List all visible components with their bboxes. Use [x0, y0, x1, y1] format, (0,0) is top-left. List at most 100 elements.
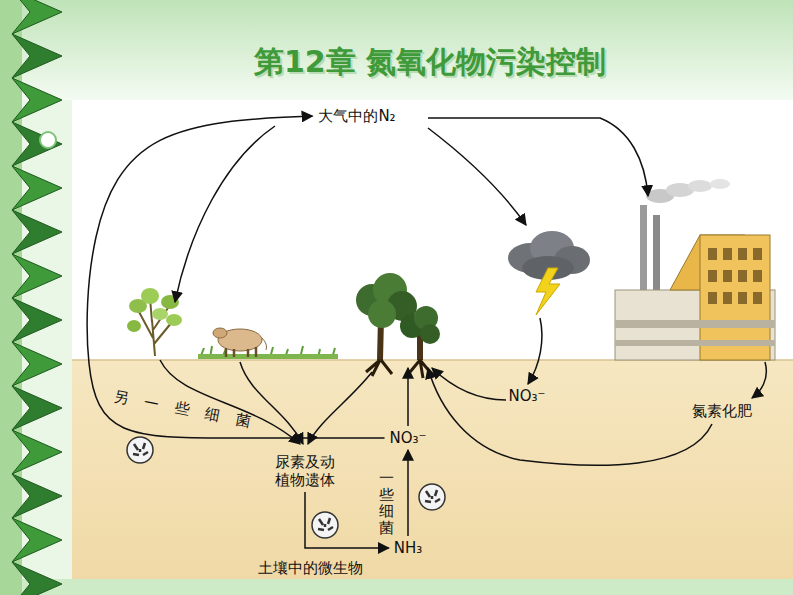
factory-part-part [708, 292, 717, 304]
factory-part-part [738, 270, 747, 282]
bacteria-part-part [127, 437, 153, 463]
flow-arrows-part [528, 318, 542, 384]
term-text: 氮素化肥 [692, 402, 752, 420]
grass-part [198, 354, 338, 359]
cycle-term: NH₃ [391, 538, 426, 558]
left-border-part-part [12, 298, 62, 342]
thunder-cloud-part [536, 268, 560, 315]
factory-part-part [753, 248, 762, 260]
factory-part-part [753, 292, 762, 304]
trees-part [420, 324, 440, 344]
bacteria-part [127, 437, 153, 463]
left-border-part [12, 0, 62, 595]
cycle-term: 大气中的N₂ [315, 106, 398, 126]
cycle-arrow [407, 450, 409, 536]
cycle-term: NO₃⁻ [387, 428, 430, 448]
flow-arrows-part [432, 368, 506, 400]
sky-part [72, 100, 793, 362]
factory [615, 179, 775, 360]
term-text: NH₃ [394, 539, 423, 557]
term-text: 尿素及动植物遗体 [268, 453, 342, 489]
factory-part-part [708, 248, 717, 260]
thunder-cloud [508, 231, 590, 315]
left-border-part-part [12, 386, 62, 430]
factory-part [688, 180, 712, 192]
cycle-term: 氮素化肥 [689, 401, 755, 421]
flow-arrows-part [428, 368, 712, 465]
factory-part-part [723, 248, 732, 260]
left-border-part [0, 0, 22, 595]
sky [72, 100, 793, 362]
shrub-part [152, 308, 168, 320]
trees [356, 273, 440, 378]
cow-part [213, 328, 227, 338]
left-border-part-part [12, 518, 62, 562]
flow-arrows-part [752, 362, 766, 398]
ground-part [72, 360, 793, 579]
process-label: 土壤中的微生物 [258, 559, 363, 578]
bacteria-part-part [425, 490, 440, 502]
flow-arrows-part [428, 128, 526, 225]
factory-part-part [723, 270, 732, 282]
cycle-term: 尿素及动植物遗体 [265, 452, 345, 490]
shrub-part [166, 314, 182, 326]
slide-title: 第12章 氮氧化物污染控制 [254, 42, 606, 83]
cow-part [262, 338, 267, 350]
flow-arrows-part [308, 372, 372, 444]
factory-part-part [738, 248, 747, 260]
cycle-term: NO₃⁻ [506, 386, 549, 406]
left-border-part-part [12, 166, 62, 210]
bacteria-part-part [133, 443, 148, 455]
trees-part [366, 360, 430, 378]
bacteria [127, 437, 445, 538]
cycle-arrow [87, 116, 384, 438]
factory-part [615, 340, 775, 346]
flow-arrows-part [428, 118, 648, 196]
bacteria-part [419, 484, 445, 510]
slide-background-part [0, 100, 793, 595]
left-border-part-part [12, 342, 62, 386]
term-text: 大气中的N₂ [318, 107, 395, 125]
slide-background-part [0, 579, 793, 595]
left-border-part-part [12, 34, 62, 78]
factory-part-part [723, 292, 732, 304]
bacteria-part-part [318, 518, 333, 530]
left-border-part-part [12, 254, 62, 298]
bacteria-part [312, 512, 338, 538]
bacteria-part-part [419, 484, 445, 510]
factory-part [708, 248, 762, 304]
factory-part [640, 205, 647, 295]
flow-arrows-part [407, 368, 409, 426]
left-border-part-part [12, 122, 62, 166]
left-border-part [40, 132, 56, 148]
factory-part-part [708, 270, 717, 282]
slide-background-part [0, 0, 793, 100]
shrub-part [141, 288, 159, 304]
cow-part [226, 347, 256, 357]
shrub [127, 288, 182, 356]
factory-part [615, 320, 775, 328]
factory-part-part [753, 270, 762, 282]
left-border-part-part [12, 430, 62, 474]
flow-arrows-part [175, 126, 275, 302]
term-text: NO₃⁻ [509, 387, 546, 405]
left-border [0, 0, 62, 595]
term-text: NO₃⁻ [390, 429, 427, 447]
shrub-part [127, 320, 141, 332]
left-border-part-part [12, 562, 62, 595]
trees-part [368, 300, 396, 328]
left-border-part-part [12, 0, 62, 34]
factory-part [653, 215, 660, 295]
factory-part [710, 179, 730, 189]
process-label: 一些细菌 [379, 470, 394, 536]
factory-part-part [738, 292, 747, 304]
left-border-part-part [12, 78, 62, 122]
left-border-part-part [12, 474, 62, 518]
left-border-part-part [12, 210, 62, 254]
bacteria-part-part [312, 512, 338, 538]
cow [213, 328, 267, 357]
ground [72, 360, 793, 579]
cycle-arrow [305, 492, 389, 548]
